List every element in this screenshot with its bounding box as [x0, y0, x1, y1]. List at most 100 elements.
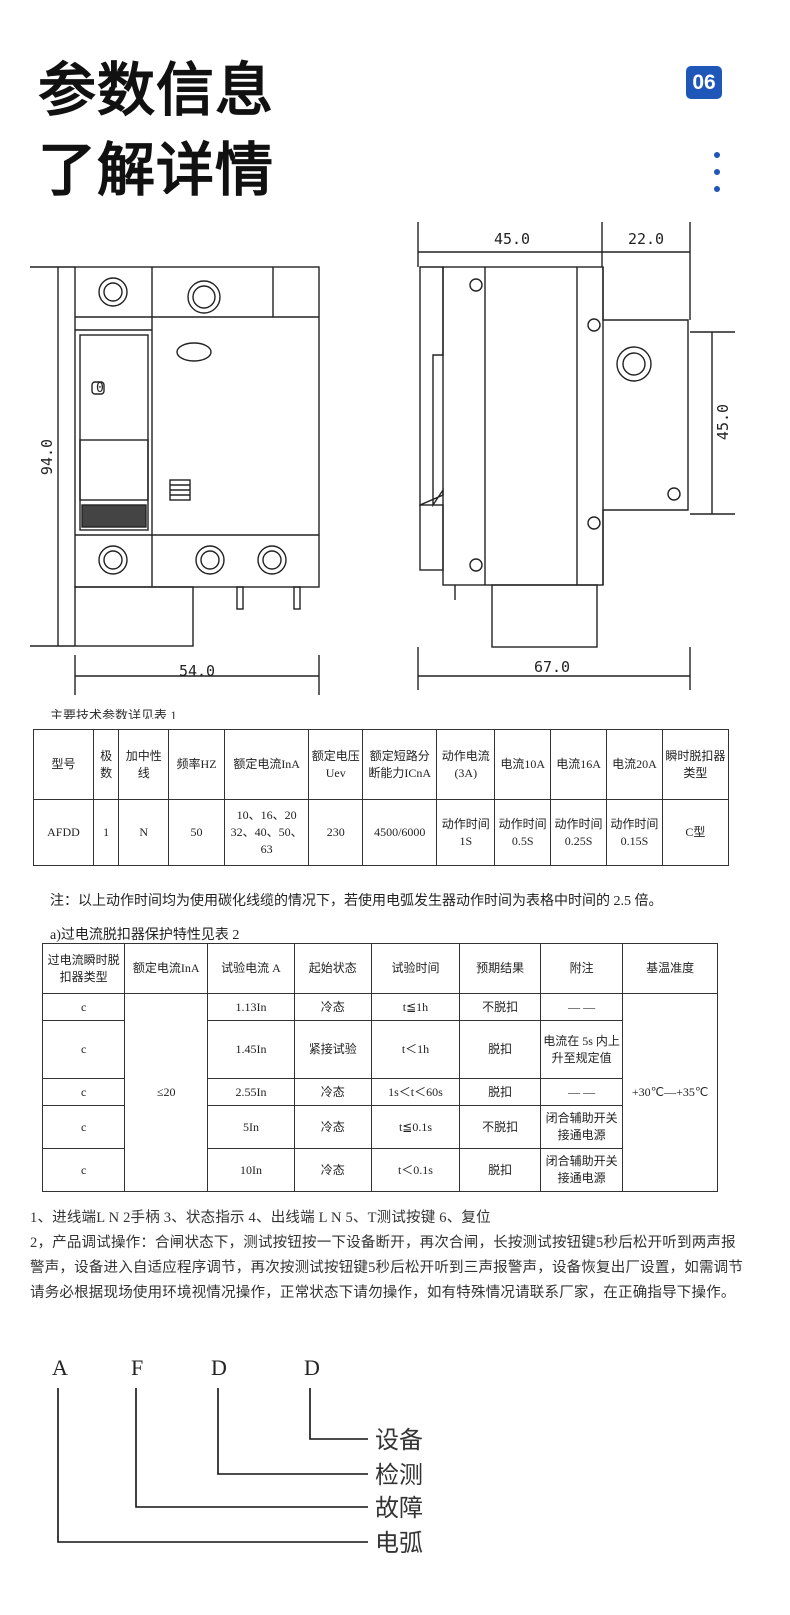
table-cell: 闭合辅助开关接通电源	[539, 1148, 624, 1192]
table-cell: c	[41, 1020, 126, 1079]
table-header-cell: 预期结果	[459, 943, 541, 994]
table-header-cell: 试验电流 A	[206, 943, 295, 994]
description: 1、进线端L N 2手柄 3、状态指示 4、出线端 L N 5、T测试按键 6、…	[30, 1206, 750, 1306]
dim-side-top-right: 22.0	[628, 230, 664, 248]
table-cell: 冷态	[293, 993, 372, 1021]
table-cell: 动作时间1S	[436, 799, 496, 866]
table-header-cell: 电流20A	[605, 729, 663, 800]
table-cell: 10、16、20 32、40、50、63	[223, 799, 310, 866]
title-line-2: 了解详情	[38, 136, 275, 204]
table-header-cell: 瞬时脱扣器类型	[661, 729, 730, 800]
params-table-2: 过电流瞬时脱扣器类型 额定电流InA 试验电流 A 起始状态 试验时间 预期结果…	[41, 943, 718, 1192]
page-title: 参数信息 了解详情	[38, 50, 274, 210]
table-header-row: 型号 极数 加中性线 频率HZ 额定电流InA 额定电压Uev 额定短路分断能力…	[33, 729, 730, 800]
table-header-cell: 附注	[539, 943, 624, 994]
table-cell: 冷态	[293, 1148, 372, 1192]
table-cell: 230	[308, 799, 364, 866]
table-header-cell: 极数	[92, 729, 120, 800]
table-cell: 不脱扣	[459, 993, 541, 1021]
table-cell: 10In	[206, 1148, 295, 1192]
acronym-label: 设备	[375, 1426, 423, 1454]
page-number-badge: 06	[686, 66, 722, 99]
acronym-label: 电弧	[375, 1529, 423, 1557]
rated-current-cell: ≤20	[124, 993, 208, 1192]
title-line-1: 参数信息	[38, 56, 275, 124]
table-row: c ≤20 1.13In 冷态 t≦1h 不脱扣 — — +30℃—+35℃	[41, 993, 718, 1192]
table-cell: — —	[539, 993, 624, 1021]
front-view-body	[74, 266, 320, 588]
table-header-row: 过电流瞬时脱扣器类型 额定电流InA 试验电流 A 起始状态 试验时间 预期结果…	[41, 943, 718, 994]
table-cell: 5In	[206, 1105, 295, 1149]
table-cell: — —	[539, 1078, 624, 1106]
acronym-label: 检测	[375, 1461, 423, 1489]
table-header-cell: 过电流瞬时脱扣器类型	[41, 943, 126, 994]
table-cell: 1	[92, 799, 120, 866]
table-header-cell: 额定电压Uev	[308, 729, 364, 800]
table-cell: t≦1h	[370, 993, 461, 1021]
table-row: c 2.55In 冷态 1s＜t＜60s 脱扣 — —	[41, 1078, 718, 1106]
table-cell: t＜0.1s	[370, 1148, 461, 1192]
description-line-2: 2，产品调试操作：合闸状态下，测试按钮按一下设备断开，再次合闸，长按测试按钮键5…	[30, 1235, 744, 1301]
switch-mark: 0	[96, 381, 104, 396]
table-cell: 动作时间0.25S	[550, 799, 607, 866]
table-header-cell: 频率HZ	[168, 729, 225, 800]
table-cell: c	[41, 993, 126, 1021]
more-icon[interactable]	[713, 152, 721, 194]
table-cell: 1s＜t＜60s	[370, 1078, 461, 1106]
handle	[79, 334, 149, 531]
table-header-cell: 基温准度	[622, 943, 718, 994]
dim-front-height: 94.0	[38, 439, 56, 475]
table-header-cell: 加中性线	[118, 729, 170, 800]
dim-side-width: 67.0	[534, 658, 570, 676]
table-cell: 不脱扣	[459, 1105, 541, 1149]
side-view-body	[442, 266, 604, 586]
table-cell: 动作时间0.5S	[494, 799, 552, 866]
table2-caption: a)过电流脱扣器保护特性见表 2	[50, 928, 240, 943]
acronym-diagram: A F D D 设备 检测 故障 电弧	[52, 1355, 423, 1557]
table-cell: C型	[661, 799, 730, 866]
table-header-cell: 起始状态	[293, 943, 372, 994]
table1-caption: 主要技术参数详见表 1	[50, 708, 177, 719]
table-cell: 1.13In	[206, 993, 295, 1021]
description-line-1: 1、进线端L N 2手柄 3、状态指示 4、出线端 L N 5、T测试按键 6、…	[30, 1210, 491, 1226]
table-cell: c	[41, 1105, 126, 1149]
table-cell: 脱扣	[459, 1078, 541, 1106]
table-row: c 1.45In 紧接试验 t＜1h 脱扣 电流在 5s 内上升至规定值	[41, 1020, 718, 1079]
table-cell: t＜1h	[370, 1020, 461, 1079]
table-cell: AFDD	[33, 799, 94, 866]
table-cell: 电流在 5s 内上升至规定值	[539, 1020, 624, 1079]
acronym-letter: F	[131, 1355, 143, 1380]
table-header-cell: 电流10A	[494, 729, 552, 800]
table-header-cell: 电流16A	[550, 729, 607, 800]
table-cell: c	[41, 1148, 126, 1192]
acronym-label: 故障	[375, 1494, 423, 1522]
acronym-letter: D	[211, 1355, 227, 1380]
table-cell: 闭合辅助开关接通电源	[539, 1105, 624, 1149]
table-cell: 冷态	[293, 1105, 372, 1149]
acronym-letter: D	[304, 1355, 320, 1380]
table-cell: t≦0.1s	[370, 1105, 461, 1149]
table-row: AFDD 1 N 50 10、16、20 32、40、50、63 230 450…	[33, 799, 730, 866]
dim-side-height: 45.0	[714, 404, 732, 440]
table-cell: 脱扣	[459, 1020, 541, 1079]
side-view-rail	[419, 266, 444, 508]
table-cell: 脱扣	[459, 1148, 541, 1192]
dimension-drawing: 0 54.0 94.0 45.0 22.0 45.0 67.0	[30, 222, 735, 695]
params-table-1: 型号 极数 加中性线 频率HZ 额定电流InA 额定电压Uev 额定短路分断能力…	[33, 729, 730, 866]
dim-front-width: 54.0	[179, 662, 215, 680]
table-header-cell: 型号	[33, 729, 94, 800]
table-cell: 紧接试验	[293, 1020, 372, 1079]
temperature-cell: +30℃—+35℃	[622, 993, 718, 1192]
table-cell: 动作时间0.15S	[605, 799, 663, 866]
table-note: 注：以上动作时间均为使用碳化线缆的情况下，若使用电弧发生器动作时间为表格中时间的…	[50, 894, 663, 909]
table-header-cell: 试验时间	[370, 943, 461, 994]
dim-side-top-left: 45.0	[494, 230, 530, 248]
table-header-cell: 额定电流InA	[223, 729, 310, 800]
table-cell: 冷态	[293, 1078, 372, 1106]
table-cell: 4500/6000	[362, 799, 438, 866]
table-cell: 2.55In	[206, 1078, 295, 1106]
table-header-cell: 动作电流(3A)	[436, 729, 496, 800]
table-header-cell: 额定电流InA	[124, 943, 208, 994]
table-row: c 10In 冷态 t＜0.1s 脱扣 闭合辅助开关接通电源	[41, 1148, 718, 1192]
table-cell: 1.45In	[206, 1020, 295, 1079]
